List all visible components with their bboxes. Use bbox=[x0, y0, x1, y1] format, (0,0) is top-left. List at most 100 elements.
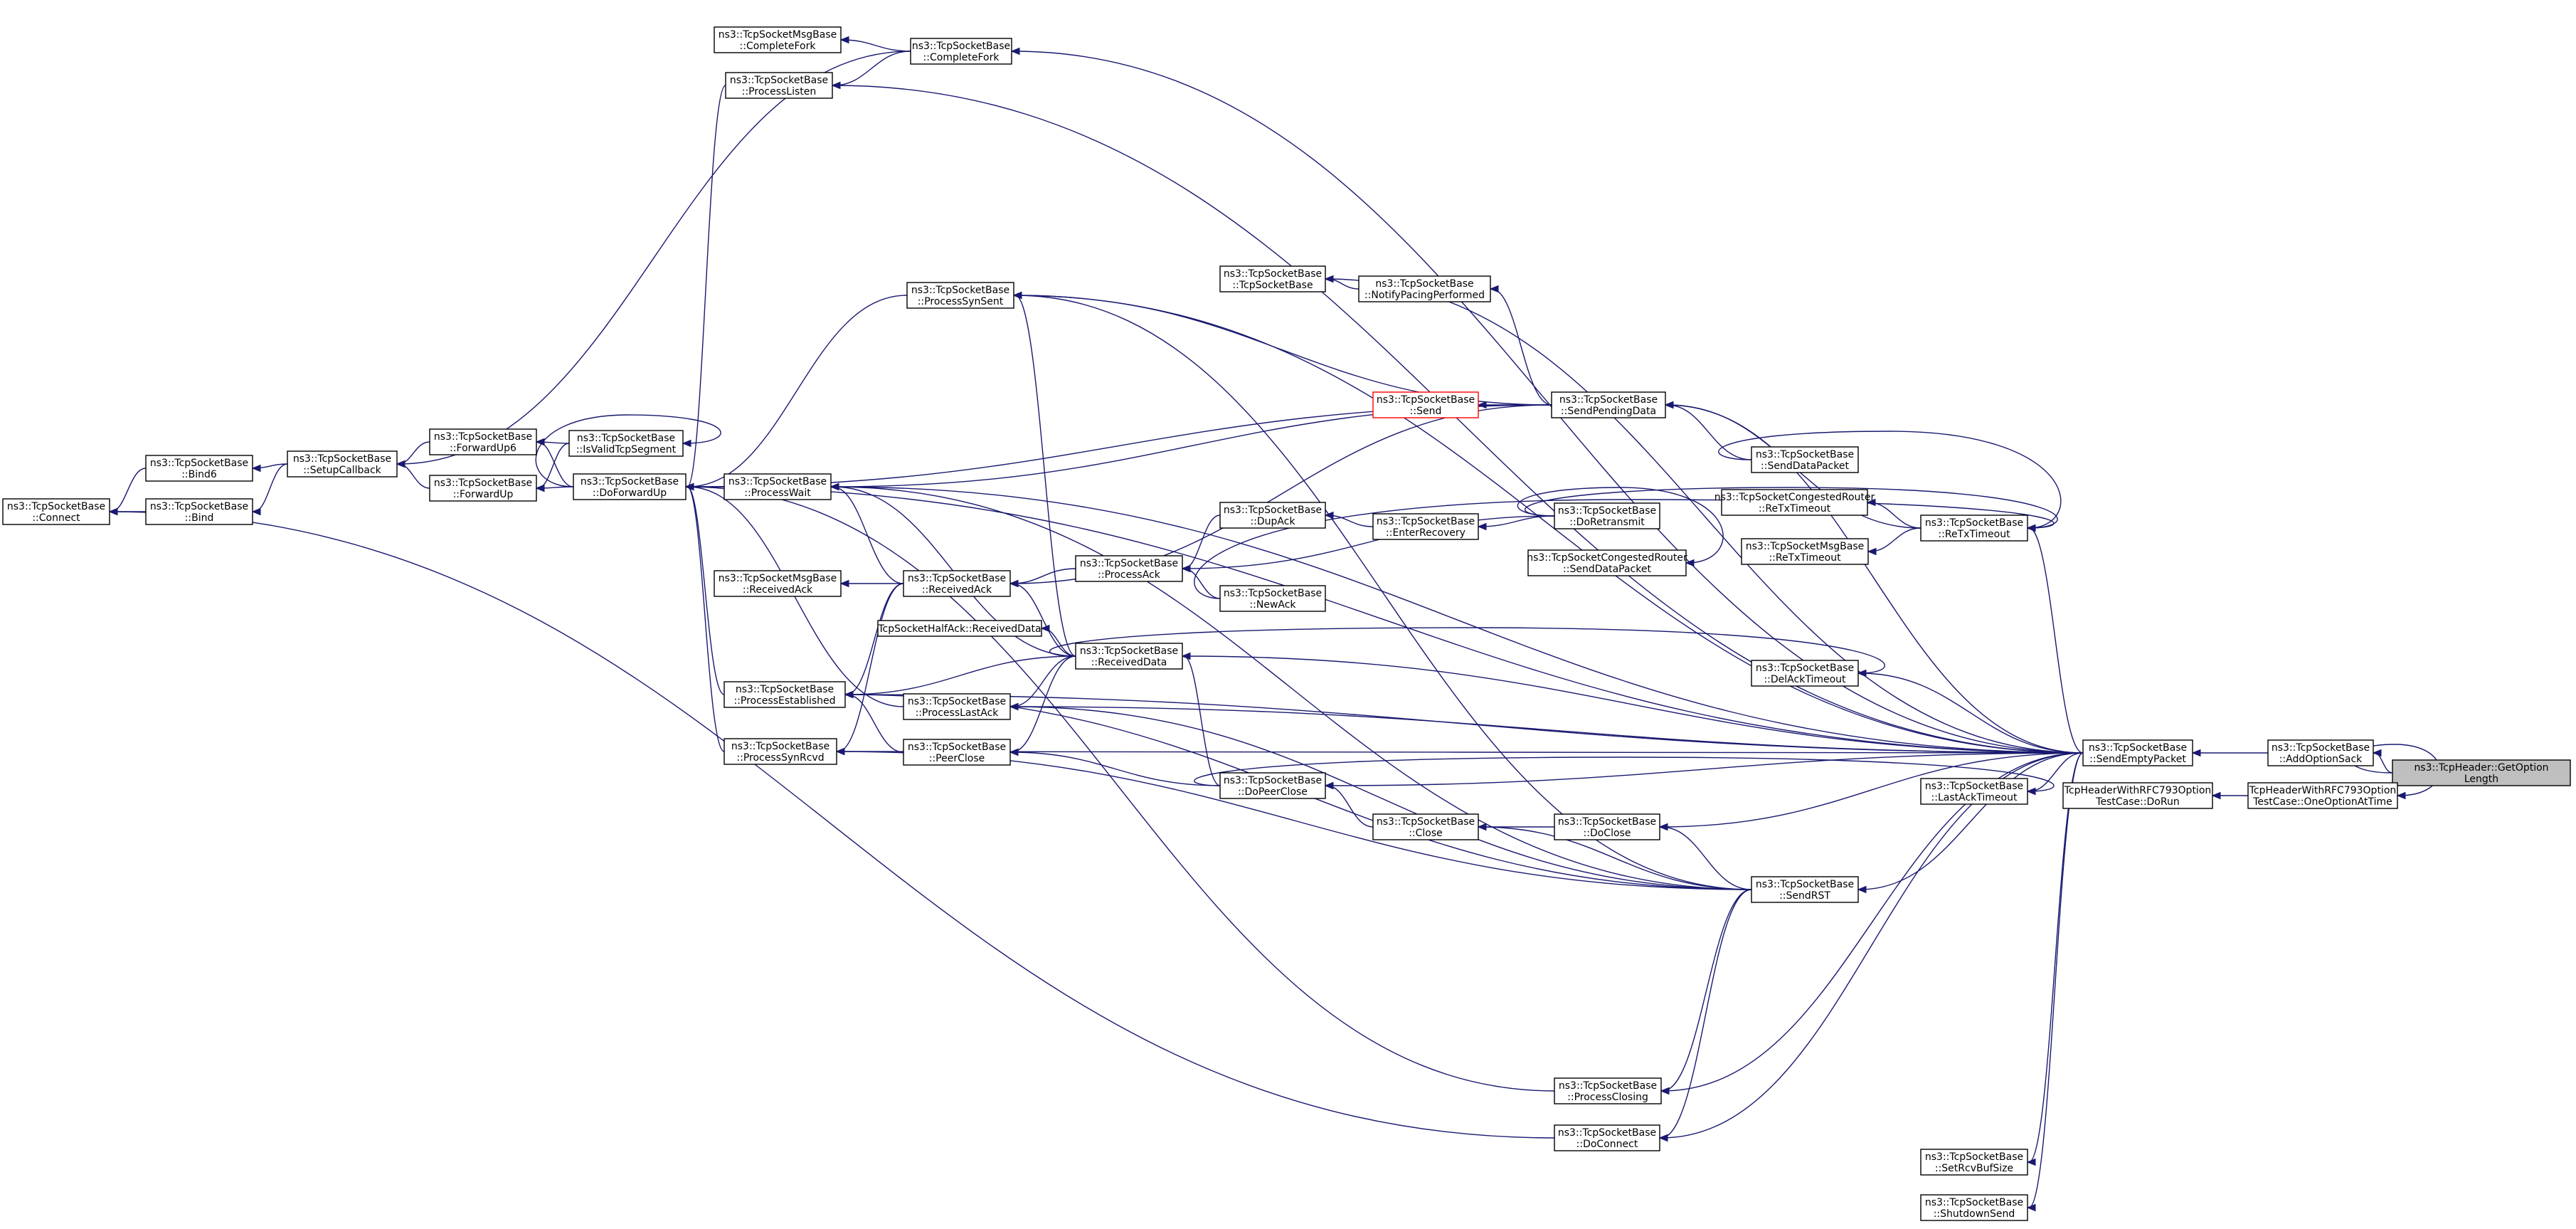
edge-line bbox=[687, 486, 725, 752]
node-forwardup6[interactable]: ns3::TcpSocketBase::ForwardUp6 bbox=[429, 428, 537, 455]
edge-retxtimeout-to-msgbase-retx bbox=[1867, 527, 1922, 556]
node-processsynrcvd[interactable]: ns3::TcpSocketBase::ProcessSynRcvd bbox=[723, 738, 837, 765]
node-oneoptionattime[interactable]: TcpHeaderWithRFC793OptionTestCase::OneOp… bbox=[2247, 782, 2398, 809]
node-label-line: ns3::TcpSocketBase bbox=[908, 573, 1006, 584]
node-label-line: ::DelAckTimeout bbox=[1764, 674, 1846, 685]
node-connect[interactable]: ns3::TcpSocketBase::Connect bbox=[2, 498, 110, 525]
node-label-line: ns3::TcpSocketBase bbox=[1756, 663, 1854, 674]
node-box bbox=[1219, 772, 1326, 799]
node-processclosing[interactable]: ns3::TcpSocketBase::ProcessClosing bbox=[1554, 1077, 1662, 1104]
node-dopeerclose[interactable]: ns3::TcpSocketBase::DoPeerClose bbox=[1219, 772, 1326, 799]
node-bind6[interactable]: ns3::TcpSocketBase::Bind6 bbox=[145, 455, 253, 482]
edge-line bbox=[1183, 655, 1221, 786]
node-sendemptypacket[interactable]: ns3::TcpSocketBase::SendEmptyPacket bbox=[2082, 739, 2193, 766]
node-sendpendingdata[interactable]: ns3::TcpSocketBase::SendPendingData bbox=[1551, 391, 1666, 418]
node-label-line: ns3::TcpSocketBase bbox=[730, 75, 828, 86]
edge-arrowhead bbox=[1477, 401, 1487, 409]
edge-line bbox=[1660, 752, 2084, 828]
edge-line bbox=[1666, 404, 1752, 460]
node-delacktimeout[interactable]: ns3::TcpSocketBase::DelAckTimeout bbox=[1751, 660, 1859, 687]
node-bind[interactable]: ns3::TcpSocketBase::Bind bbox=[145, 498, 253, 525]
edge-line bbox=[1011, 568, 1076, 584]
node-processsynsent[interactable]: ns3::TcpSocketBase::ProcessSynSent bbox=[906, 282, 1014, 309]
node-msgbase-completefork[interactable]: ns3::TcpSocketMsgBase::CompleteFork bbox=[714, 26, 842, 53]
edge-dopeerclose-to-peerclose bbox=[1009, 748, 1221, 786]
node-addoptionsack[interactable]: ns3::TcpSocketBase::AddOptionSack bbox=[2267, 739, 2374, 766]
node-label-line: ::DoRetransmit bbox=[1569, 517, 1645, 528]
edge-completefork-to-msgbase-completefork bbox=[839, 36, 911, 52]
node-processestablished[interactable]: ns3::TcpSocketBase::ProcessEstablished bbox=[723, 681, 846, 708]
node-ctor[interactable]: ns3::TcpSocketBase::TcpSocketBase bbox=[1219, 265, 1326, 292]
edge-receiveddata-to-delacktimeout bbox=[1049, 627, 1885, 677]
edge-line bbox=[846, 583, 904, 695]
edge-line bbox=[1049, 627, 1885, 674]
node-doretransmit[interactable]: ns3::TcpSocketBase::DoRetransmit bbox=[1554, 502, 1660, 529]
node-label-line: ns3::TcpSocketBase bbox=[1925, 781, 2023, 792]
node-doconnect[interactable]: ns3::TcpSocketBase::DoConnect bbox=[1554, 1124, 1660, 1151]
node-peerclose[interactable]: ns3::TcpSocketBase::PeerClose bbox=[903, 739, 1011, 766]
node-label-line: ::ProcessAck bbox=[1098, 569, 1161, 581]
node-retxtimeout[interactable]: ns3::TcpSocketBase::ReTxTimeout bbox=[1920, 515, 2028, 542]
edge-arrowhead bbox=[1009, 579, 1019, 588]
node-label-line: ns3::TcpSocketBase bbox=[912, 41, 1010, 52]
edge-line bbox=[1491, 288, 1552, 406]
node-enterrecovery[interactable]: ns3::TcpSocketBase::EnterRecovery bbox=[1372, 513, 1479, 540]
edge-arrowhead bbox=[535, 484, 545, 492]
node-congested-senddata[interactable]: ns3::TcpSocketCongestedRouter::SendDataP… bbox=[1527, 549, 1687, 576]
node-label-line: ::TcpSocketBase bbox=[1232, 280, 1313, 291]
node-send[interactable]: ns3::TcpSocketBase::Send bbox=[1372, 391, 1479, 418]
edge-line bbox=[687, 486, 725, 695]
node-processwait[interactable]: ns3::TcpSocketBase::ProcessWait bbox=[723, 473, 832, 500]
edge-line bbox=[1660, 752, 2084, 1139]
node-label-line: ::CompleteFork bbox=[740, 41, 817, 52]
edge-arrowhead bbox=[2026, 787, 2036, 796]
node-setrcvbufsize[interactable]: ns3::TcpSocketBase::SetRcvBufSize bbox=[1920, 1149, 2028, 1176]
node-box bbox=[725, 72, 833, 99]
edge-arrowhead bbox=[839, 36, 849, 44]
node-receivedack[interactable]: ns3::TcpSocketBase::ReceivedAck bbox=[903, 570, 1011, 597]
edge-line bbox=[846, 694, 2084, 754]
node-label-line: ::ForwardUp6 bbox=[450, 443, 516, 454]
node-forwardup[interactable]: ns3::TcpSocketBase::ForwardUp bbox=[429, 475, 537, 502]
edge-newack-to-processack bbox=[1181, 564, 1221, 599]
node-label-line: Length bbox=[2464, 774, 2498, 785]
node-processlastack[interactable]: ns3::TcpSocketBase::ProcessLastAck bbox=[903, 693, 1011, 720]
node-label-line: ns3::TcpSocketCongestedRouter bbox=[1714, 492, 1875, 503]
node-close[interactable]: ns3::TcpSocketBase::Close bbox=[1372, 813, 1479, 840]
node-label-line: ::ProcessEstablished bbox=[733, 695, 835, 707]
edge-line bbox=[1660, 826, 1752, 890]
node-doforwardup[interactable]: ns3::TcpSocketBase::DoForwardUp bbox=[573, 473, 687, 500]
edge-close-to-dopeerclose bbox=[1324, 781, 1374, 828]
node-doclose[interactable]: ns3::TcpSocketBase::DoClose bbox=[1554, 813, 1660, 840]
node-msgbase-retx[interactable]: ns3::TcpSocketMsgBase::ReTxTimeout bbox=[1741, 538, 1869, 565]
node-newack[interactable]: ns3::TcpSocketBase::NewAck bbox=[1219, 585, 1326, 612]
node-processack[interactable]: ns3::TcpSocketBase::ProcessAck bbox=[1075, 555, 1183, 582]
node-isvalidtcpsegment[interactable]: ns3::TcpSocketBase::IsValidTcpSegment bbox=[568, 430, 684, 457]
node-msgbase-receivedack[interactable]: ns3::TcpSocketMsgBase::ReceivedAck bbox=[714, 570, 842, 597]
node-processlisten[interactable]: ns3::TcpSocketBase::ProcessListen bbox=[725, 72, 833, 99]
node-label-line: ns3::TcpSocketBase bbox=[1224, 268, 1322, 280]
node-label-line: ns3::TcpSocketBase bbox=[731, 741, 829, 752]
edge-sendemptypacket-to-completefork bbox=[1010, 47, 2084, 754]
node-notifypacing[interactable]: ns3::TcpSocketBase::NotifyPacingPerforme… bbox=[1358, 275, 1491, 302]
node-sendrst[interactable]: ns3::TcpSocketBase::SendRST bbox=[1751, 876, 1859, 903]
node-senddatapacket[interactable]: ns3::TcpSocketBase::SendDataPacket bbox=[1751, 446, 1859, 473]
edge-dopeerclose-to-lastacktimeout bbox=[1194, 756, 2055, 796]
edge-sendemptypacket-to-sendrst bbox=[1857, 752, 2084, 894]
node-shutdownsend[interactable]: ns3::TcpSocketBase::ShutdownSend bbox=[1920, 1194, 2028, 1221]
node-receiveddata[interactable]: ns3::TcpSocketBase::ReceivedData bbox=[1075, 643, 1183, 670]
node-setupcallback[interactable]: ns3::TcpSocketBase::SetupCallback bbox=[287, 450, 398, 478]
edge-sendemptypacket-to-shutdownsend bbox=[2026, 752, 2084, 1212]
node-dupack[interactable]: ns3::TcpSocketBase::DupAck bbox=[1219, 502, 1326, 529]
node-label-line: ::ReceivedData bbox=[1091, 657, 1167, 668]
node-label-line: ::ProcessLastAck bbox=[916, 707, 1000, 719]
node-box bbox=[1075, 555, 1183, 582]
edge-line bbox=[687, 486, 2084, 754]
node-lastacktimeout[interactable]: ns3::TcpSocketBase::LastAckTimeout bbox=[1920, 778, 2028, 805]
node-label-line: ::NotifyPacingPerformed bbox=[1364, 290, 1485, 301]
node-congested-retx[interactable]: ns3::TcpSocketCongestedRouter::ReTxTimeo… bbox=[1714, 489, 1875, 516]
node-halfack[interactable]: TcpSocketHalfAck::ReceivedData bbox=[877, 620, 1042, 637]
node-completefork[interactable]: ns3::TcpSocketBase::CompleteFork bbox=[910, 38, 1012, 65]
